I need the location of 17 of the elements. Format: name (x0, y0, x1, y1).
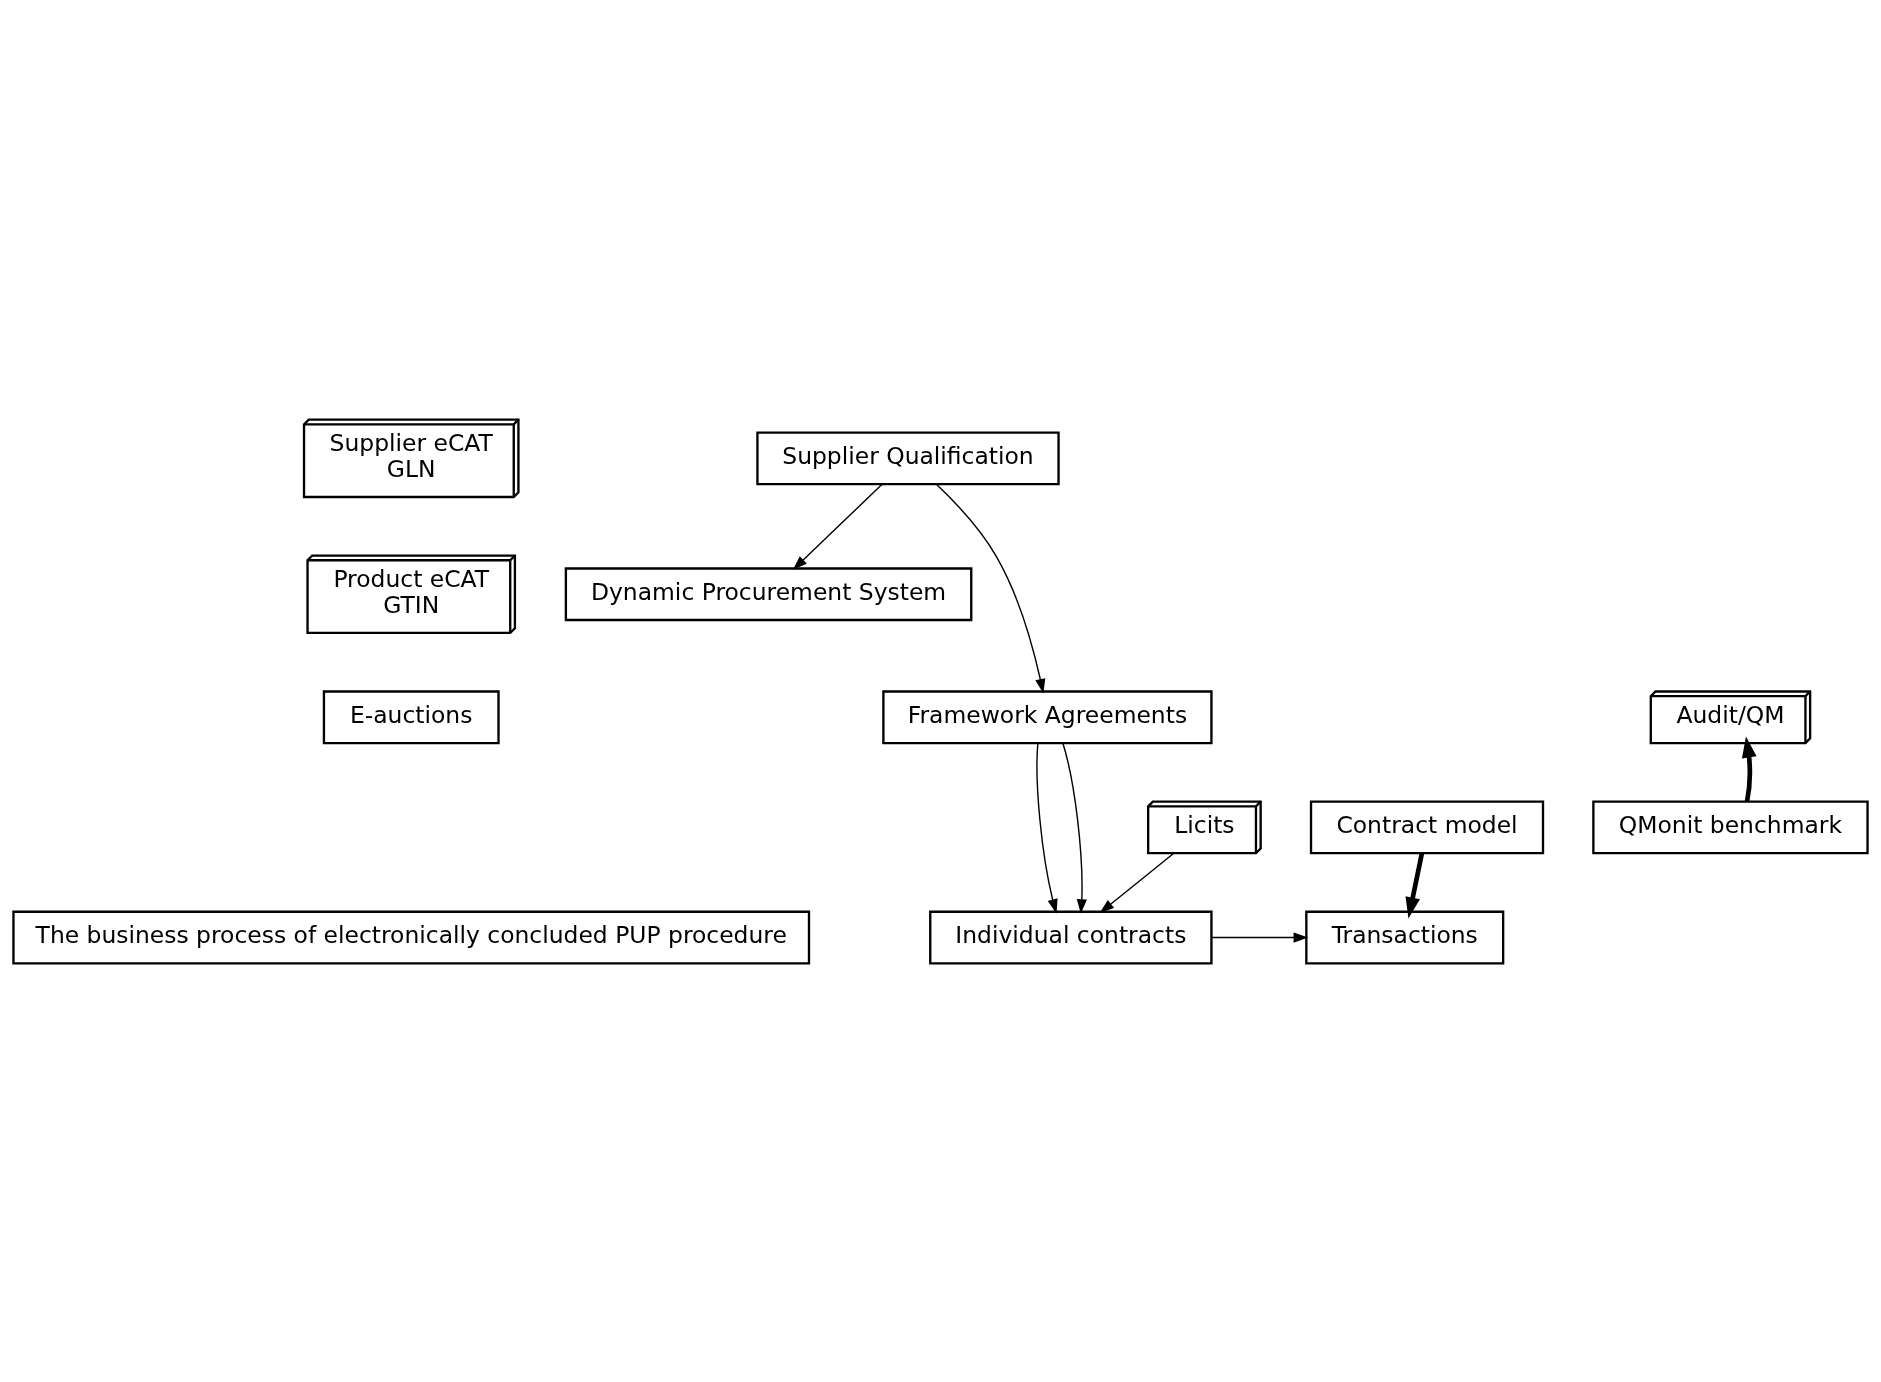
node-box: Framework Agreements (882, 689, 1213, 744)
node-box: Individual contracts (929, 910, 1213, 964)
node-box: E-auctions (322, 689, 500, 744)
arrow (1211, 931, 1309, 943)
arrow (1036, 742, 1058, 914)
arrow (1405, 852, 1425, 918)
node-box: QMonit benchmark (1592, 799, 1869, 854)
node-box: Dynamic Procurement System (564, 566, 973, 621)
arrow (1062, 742, 1087, 914)
node-box: The business process of electronically concluded PUP procedure (12, 910, 811, 964)
arrow (1741, 735, 1757, 802)
arrow (1099, 852, 1175, 913)
arrow (935, 483, 1046, 693)
arrow (792, 483, 883, 570)
node-box: Contract model (1309, 799, 1545, 854)
node-box: Supplier Qualification (756, 430, 1060, 485)
node-box: Transactions (1305, 910, 1505, 964)
